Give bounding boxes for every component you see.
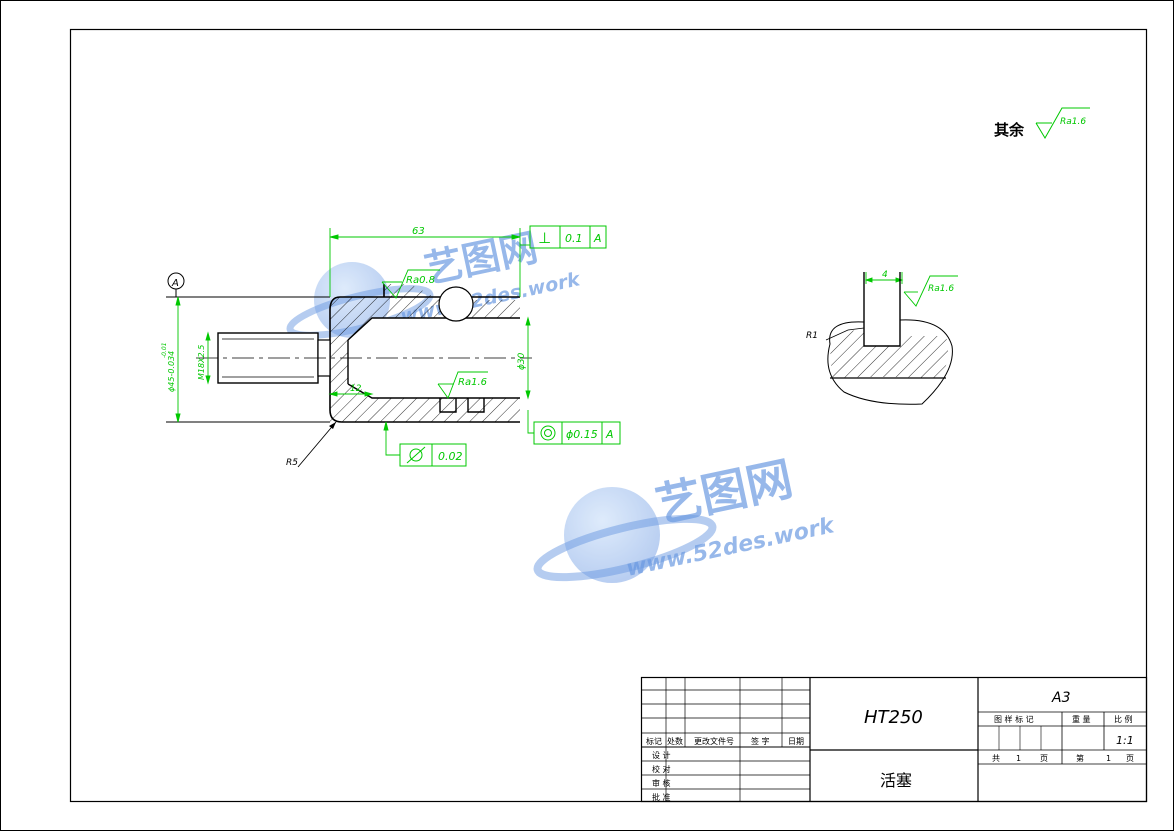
total-value: 1 — [1016, 754, 1021, 763]
sheet-value: 1 — [1106, 754, 1111, 763]
tb-header-docno: 更改文件号 — [694, 736, 734, 746]
part-name: 活塞 — [880, 771, 912, 790]
fillet-leader — [297, 421, 337, 468]
tb-role-approve: 批 准 — [652, 792, 671, 802]
dim-bore: ϕ30 — [517, 352, 527, 370]
datum-a-label: A — [171, 278, 179, 289]
scale-label: 比 例 — [1114, 714, 1133, 724]
roughness-bore-value: Ra1.6 — [458, 377, 487, 388]
tb-header-mark: 标记 — [646, 736, 662, 746]
material: HT250 — [864, 707, 923, 728]
total-label-a: 共 — [992, 754, 1000, 763]
perp-value: 0.1 — [565, 232, 583, 245]
scale-value: 1:1 — [1116, 734, 1134, 747]
tb-header-sign: 签 字 — [751, 736, 770, 746]
dim-thread: M18X2.5 — [197, 345, 206, 380]
sheet-label-a: 第 — [1076, 753, 1084, 763]
watermark-brand-middle: 艺图网 — [651, 451, 797, 533]
tb-role-review: 审 核 — [652, 778, 671, 788]
roughness-top-value: Ra0.8 — [406, 275, 435, 286]
detail-roughness: Ra1.6 — [928, 284, 954, 294]
sheet-size: A3 — [1051, 690, 1070, 706]
cylindricity-frame: 0.02 — [399, 443, 467, 467]
weight-label: 重 量 — [1072, 714, 1091, 724]
coax-datum: A — [605, 428, 614, 441]
stage-label: 图 样 标 记 — [994, 714, 1034, 724]
other-surfaces-label: 其余 — [994, 121, 1025, 139]
total-label-b: 页 — [1040, 754, 1048, 763]
tb-header-date: 日期 — [788, 737, 804, 746]
detail-view — [825, 272, 953, 405]
dimensions — [175, 228, 958, 456]
tb-role-check: 校 对 — [652, 764, 671, 774]
perp-datum: A — [593, 232, 602, 245]
cyl-value: 0.02 — [438, 450, 463, 463]
fillet-label: R5 — [286, 458, 298, 468]
detail-radius: R1 — [806, 331, 818, 341]
main-view — [166, 284, 532, 423]
dim-diameter-upper: -0.01 — [161, 342, 168, 358]
dim-diameter: ϕ45-0.034 — [167, 351, 176, 392]
tb-role-design: 设 计 — [652, 750, 671, 760]
dimension-texts: 63 12 ϕ45-0.034 -0.01 M18X2.5 ϕ30 Ra0.8 … — [161, 226, 954, 468]
coaxiality-frame: ϕ0.15 A — [533, 421, 621, 445]
dim-groove-width: 12 — [350, 384, 362, 394]
perp-symbol: ⊥ — [538, 229, 551, 247]
watermark-middle: 艺图网 www.52des.work — [533, 451, 838, 583]
tb-header-count: 处数 — [667, 736, 683, 746]
detail-width: 4 — [882, 270, 888, 280]
coax-value: ϕ0.15 — [566, 428, 598, 441]
drawing-border — [69, 28, 1148, 803]
perpendicularity-frame: ⊥ 0.1 A — [529, 225, 607, 249]
title-block-text: 标记 处数 更改文件号 签 字 日期 设 计 校 对 审 核 批 准 HT250… — [646, 690, 1134, 802]
other-surfaces-note: 其余 Ra1.6 — [994, 107, 1090, 139]
datum-a-marker: A — [167, 272, 185, 297]
title-block — [640, 676, 1148, 803]
other-roughness-value: Ra1.6 — [1060, 117, 1086, 127]
dim-length: 63 — [412, 226, 425, 237]
sheet-label-b: 页 — [1126, 754, 1134, 763]
